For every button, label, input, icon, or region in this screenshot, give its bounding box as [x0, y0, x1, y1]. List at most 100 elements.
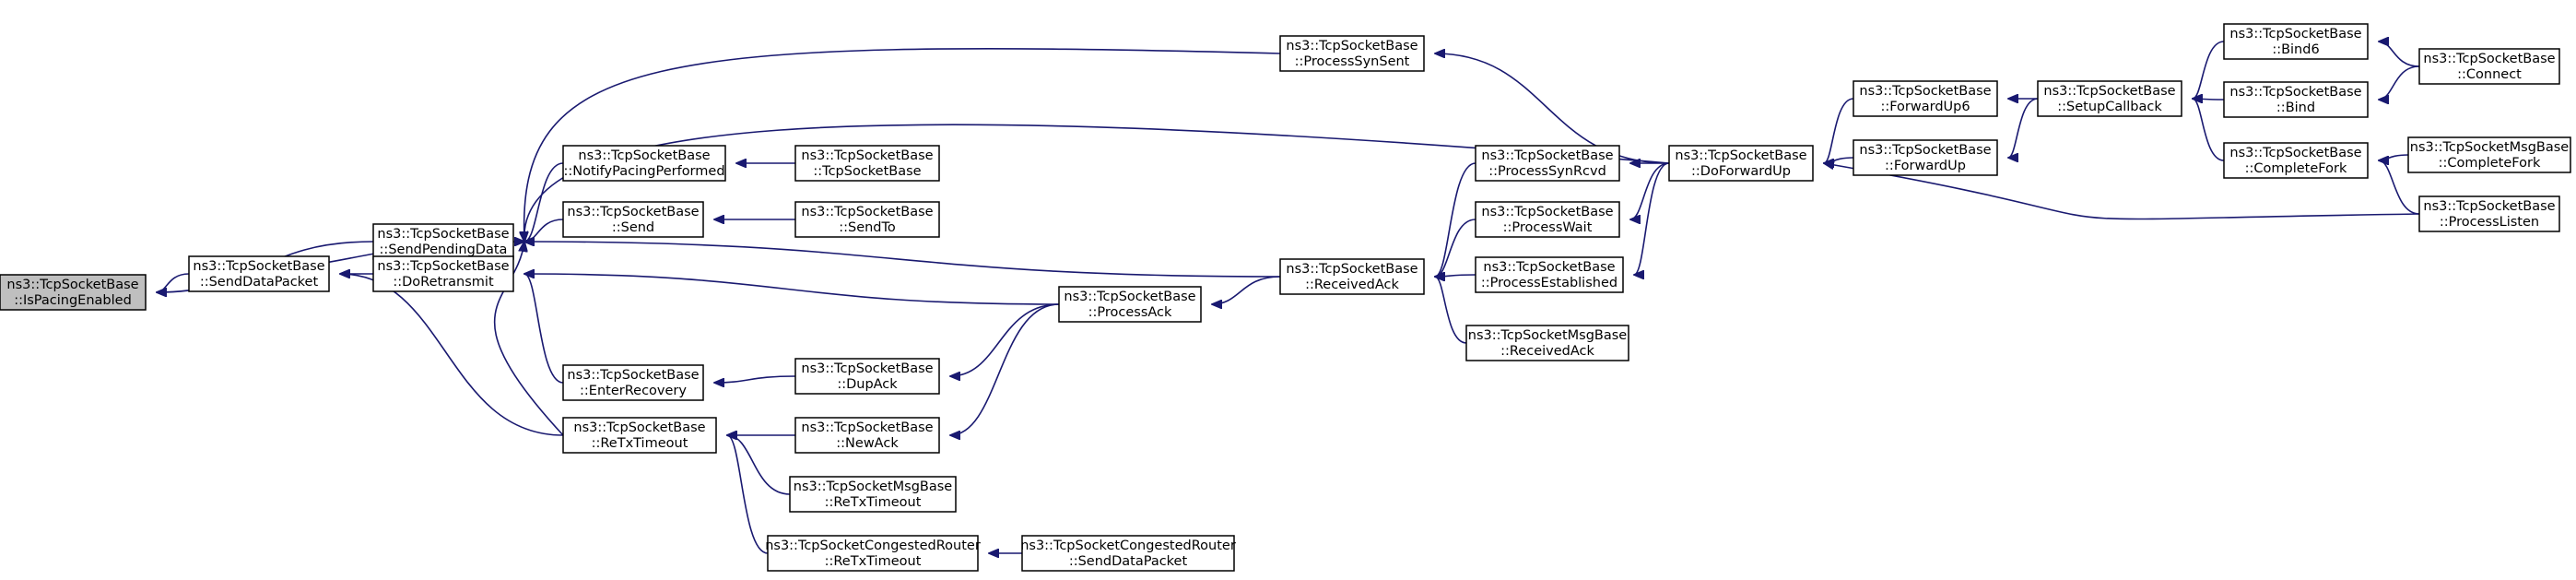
node-newAck[interactable]: ns3::TcpSocketBase::NewAck: [794, 417, 940, 454]
node-class-label: ns3::TcpSocketBase: [573, 420, 705, 435]
edge-msgReceivedAck-to-receivedAck: [1435, 277, 1467, 344]
node-class-label: ns3::TcpSocketBase: [1064, 290, 1195, 304]
node-box: [2223, 142, 2369, 179]
node-forwardUp6[interactable]: ns3::TcpSocketBase::ForwardUp6: [1853, 80, 1998, 117]
edge-doForwardUp-to-processEstablished: [1634, 162, 1670, 275]
node-class-label: ns3::TcpSocketBase: [801, 148, 933, 163]
node-enterRecovery[interactable]: ns3::TcpSocketBase::EnterRecovery: [562, 364, 704, 401]
node-layer: ns3::TcpSocketBase::IsPacingEnabledns3::…: [0, 23, 2571, 572]
node-class-label: ns3::TcpSocketCongestedRouter: [765, 539, 981, 553]
node-box: [1853, 139, 1998, 176]
node-box: [0, 274, 147, 311]
edge-processAck-to-dupAck: [950, 303, 1060, 376]
node-class-label: ns3::TcpSocketBase: [1481, 205, 1613, 219]
node-box: [794, 417, 940, 454]
node-msgReceivedAck[interactable]: ns3::TcpSocketMsgBase::ReceivedAck: [1465, 325, 1629, 361]
node-bind[interactable]: ns3::TcpSocketBase::Bind: [2223, 81, 2369, 118]
node-box: [767, 535, 979, 572]
node-class-label: ns3::TcpSocketBase: [193, 259, 324, 274]
node-class-label: ns3::TcpSocketBase: [567, 368, 699, 383]
edge-processListen-to-completeFork: [2379, 160, 2420, 215]
node-method-label: ::ForwardUp6: [1880, 100, 1970, 114]
node-method-label: ::ForwardUp: [1885, 159, 1966, 173]
node-notifyPacing[interactable]: ns3::TcpSocketBase::NotifyPacingPerforme…: [562, 145, 726, 182]
node-connect[interactable]: ns3::TcpSocketBase::Connect: [2418, 48, 2560, 85]
node-completeFork[interactable]: ns3::TcpSocketBase::CompleteFork: [2223, 142, 2369, 179]
edge-doForwardUp-to-processWait: [1630, 162, 1670, 219]
edge-msgCompleteFork-to-completeFork: [2379, 154, 2409, 160]
node-method-label: ::Connect: [2457, 67, 2522, 82]
node-method-label: ::DupAck: [837, 377, 898, 392]
edge-sendData-to-isPacing: [157, 273, 190, 292]
node-send[interactable]: ns3::TcpSocketBase::Send: [562, 201, 704, 238]
node-method-label: ::SendDataPacket: [200, 275, 319, 290]
edge-bind-to-setupCallback: [2193, 99, 2225, 100]
node-box: [1475, 201, 1620, 238]
node-class-label: ns3::TcpSocketMsgBase: [1468, 328, 1628, 343]
node-method-label: ::ProcessListen: [2440, 215, 2539, 230]
node-class-label: ns3::TcpSocketBase: [1859, 84, 1991, 99]
node-method-label: ::SendTo: [839, 220, 896, 235]
node-box: [2037, 80, 2182, 117]
node-processListen[interactable]: ns3::TcpSocketBase::ProcessListen: [2418, 195, 2560, 232]
node-method-label: ::NotifyPacingPerformed: [563, 164, 724, 179]
node-class-label: ns3::TcpSocketBase: [1286, 262, 1417, 277]
node-msgReTx[interactable]: ns3::TcpSocketMsgBase::ReTxTimeout: [789, 476, 957, 513]
node-box: [2407, 136, 2571, 173]
edge-reTx-to-sendPending: [493, 242, 564, 436]
node-congSend[interactable]: ns3::TcpSocketCongestedRouter::SendDataP…: [1020, 535, 1236, 572]
node-forwardUp[interactable]: ns3::TcpSocketBase::ForwardUp: [1853, 139, 1998, 176]
node-sendData[interactable]: ns3::TcpSocketBase::SendDataPacket: [188, 255, 330, 292]
edge-send-to-sendPending: [524, 219, 564, 242]
node-box: [562, 201, 704, 238]
node-setupCallback[interactable]: ns3::TcpSocketBase::SetupCallback: [2037, 80, 2182, 117]
edge-reTx-to-sendData: [340, 274, 564, 436]
node-sendPending[interactable]: ns3::TcpSocketBase::SendPendingData: [372, 223, 514, 260]
node-doForwardUp[interactable]: ns3::TcpSocketBase::DoForwardUp: [1668, 145, 1814, 182]
node-dupAck[interactable]: ns3::TcpSocketBase::DupAck: [794, 358, 940, 395]
node-sendTo[interactable]: ns3::TcpSocketBase::SendTo: [794, 201, 940, 238]
node-processAck[interactable]: ns3::TcpSocketBase::ProcessAck: [1058, 286, 1202, 323]
edge-enterRecovery-to-doRetransmit: [524, 274, 564, 384]
node-receivedAck[interactable]: ns3::TcpSocketBase::ReceivedAck: [1279, 258, 1425, 295]
node-box: [794, 145, 940, 182]
node-box: [794, 358, 940, 395]
node-class-label: ns3::TcpSocketBase: [377, 227, 509, 242]
node-class-label: ns3::TcpSocketBase: [801, 361, 933, 376]
node-reTx[interactable]: ns3::TcpSocketBase::ReTxTimeout: [562, 417, 717, 454]
node-box: [562, 145, 726, 182]
node-method-label: ::TcpSocketBase: [813, 164, 921, 179]
node-processSynSent[interactable]: ns3::TcpSocketBase::ProcessSynSent: [1279, 35, 1425, 72]
node-congReTx[interactable]: ns3::TcpSocketCongestedRouter::ReTxTimeo…: [765, 535, 981, 572]
node-processEstablished[interactable]: ns3::TcpSocketBase::ProcessEstablished: [1475, 256, 1624, 293]
edge-layer: [157, 41, 2420, 553]
node-method-label: ::ReceivedAck: [1305, 278, 1399, 292]
node-doRetransmit[interactable]: ns3::TcpSocketBase::DoRetransmit: [372, 255, 514, 292]
node-box: [1475, 145, 1620, 182]
node-box: [1058, 286, 1202, 323]
node-method-label: ::ReTxTimeout: [825, 554, 922, 569]
node-box: [2223, 81, 2369, 118]
node-box: [2418, 48, 2560, 85]
edge-processAck-to-newAck: [950, 303, 1060, 435]
node-method-label: ::ProcessSynRcvd: [1488, 164, 1606, 179]
node-class-label: ns3::TcpSocketBase: [1675, 148, 1806, 163]
node-tcpSocketBase[interactable]: ns3::TcpSocketBase::TcpSocketBase: [794, 145, 940, 182]
node-method-label: ::CompleteFork: [2245, 161, 2347, 176]
node-class-label: ns3::TcpSocketCongestedRouter: [1020, 539, 1236, 553]
node-class-label: ns3::TcpSocketBase: [377, 259, 509, 274]
node-processWait[interactable]: ns3::TcpSocketBase::ProcessWait: [1475, 201, 1620, 238]
node-processSynRcvd[interactable]: ns3::TcpSocketBase::ProcessSynRcvd: [1475, 145, 1620, 182]
edge-connect-to-bind: [2379, 65, 2420, 100]
edge-receivedAck-to-processAck: [1212, 276, 1281, 304]
node-class-label: ns3::TcpSocketBase: [567, 205, 699, 219]
node-isPacing: ns3::TcpSocketBase::IsPacingEnabled: [0, 274, 147, 311]
node-class-label: ns3::TcpSocketBase: [6, 278, 138, 292]
node-box: [1279, 35, 1425, 72]
node-msgCompleteFork[interactable]: ns3::TcpSocketMsgBase::CompleteFork: [2407, 136, 2571, 173]
node-method-label: ::ProcessAck: [1088, 305, 1172, 320]
edge-bind6-to-setupCallback: [2193, 41, 2225, 99]
node-box: [562, 417, 717, 454]
node-bind6[interactable]: ns3::TcpSocketBase::Bind6: [2223, 23, 2369, 60]
